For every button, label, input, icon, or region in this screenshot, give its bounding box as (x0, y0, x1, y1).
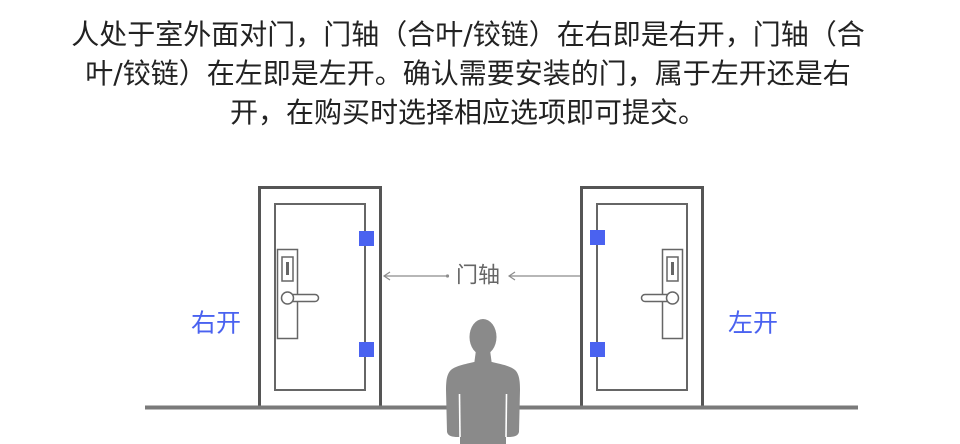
arrowhead-right-icon (507, 271, 516, 281)
instruction-line-1: 人处于室外面对门，门轴（合叶/铰链）在右即是右开，门轴（合 (71, 18, 865, 51)
hinge-top (590, 230, 605, 245)
smart-lock-icon (276, 248, 320, 340)
person-head (469, 319, 497, 355)
instruction-text: 人处于室外面对门，门轴（合叶/铰链）在右即是右开，门轴（合 叶/铰链）在左即是左… (0, 15, 936, 132)
person-body (446, 362, 520, 444)
left-opening-door (580, 186, 704, 409)
door-handle-knob (280, 291, 295, 305)
instruction-line-2: 叶/铰链）在左即是左开。确认需要安装的门，属于左开还是右 (85, 57, 851, 90)
door-panel (274, 203, 366, 391)
lock-display (671, 262, 674, 275)
door-handle-knob (665, 291, 680, 305)
pointer-dot (445, 274, 450, 278)
hinge-top (359, 231, 374, 246)
hinge-pointer: 门轴 (382, 264, 580, 289)
hinge-label: 门轴 (456, 264, 500, 289)
hinge-bottom (359, 342, 374, 357)
person-neck (474, 350, 492, 365)
person-arm-gap-right (505, 393, 508, 438)
hinge-bottom (590, 342, 605, 357)
smart-lock-icon (640, 248, 684, 340)
lock-display (286, 262, 289, 275)
door-panel (596, 203, 688, 391)
arrowhead-left-icon (382, 271, 391, 281)
instruction-line-3: 开，在购买时选择相应选项即可提交。 (229, 96, 706, 129)
person-arm-gap-left (458, 393, 461, 438)
person-silhouette-icon (446, 319, 520, 444)
right-opening-door (258, 186, 382, 409)
right-opening-label: 右开 (191, 309, 241, 338)
left-opening-label: 左开 (728, 309, 778, 338)
